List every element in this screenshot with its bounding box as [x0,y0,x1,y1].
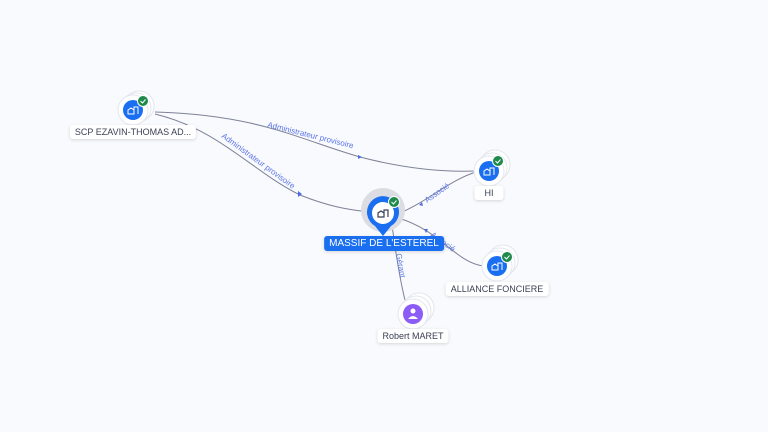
edge-label-massif-robert: Gérant [394,253,407,279]
arrow-icon [298,191,302,197]
node-hi[interactable] [473,149,511,187]
node-scp[interactable] [117,90,155,126]
edge-scp-massif [154,113,371,213]
node-label-massif[interactable]: MASSIF DE L'ESTEREL [324,236,444,251]
person-icon [408,308,418,319]
node-alliance[interactable] [481,244,519,282]
building-icon [127,106,139,115]
verified-check-icon [388,196,400,208]
edge-label-massif-hi: Associé [423,181,452,205]
node-robert[interactable] [397,292,435,330]
arrow-icon [358,155,362,159]
building-icon [483,167,495,176]
node-label-alliance[interactable]: ALLIANCE FONCIERE [445,282,549,296]
node-massif[interactable] [361,188,405,236]
edge-massif-alliance [397,217,484,267]
verified-check-icon [492,155,504,167]
verified-check-icon [137,95,149,107]
node-label-scp[interactable]: SCP EZAVIN-THOMAS AD... [69,125,197,139]
arrow-icon [419,202,423,206]
edge-scp-hi [154,111,477,172]
building-icon [491,262,503,271]
edge-label-scp-hi: Administrateur provisoire [267,120,356,150]
edge-label-scp-massif: Administrateur provisoire [220,131,297,191]
node-label-hi[interactable]: HI [474,186,504,200]
edge-massif-robert [391,224,406,301]
node-label-robert[interactable]: Robert MARET [377,329,449,343]
building-icon [377,209,389,218]
edge-massif-hi [397,171,477,215]
arrow-icon [424,229,428,233]
verified-check-icon [501,251,513,263]
